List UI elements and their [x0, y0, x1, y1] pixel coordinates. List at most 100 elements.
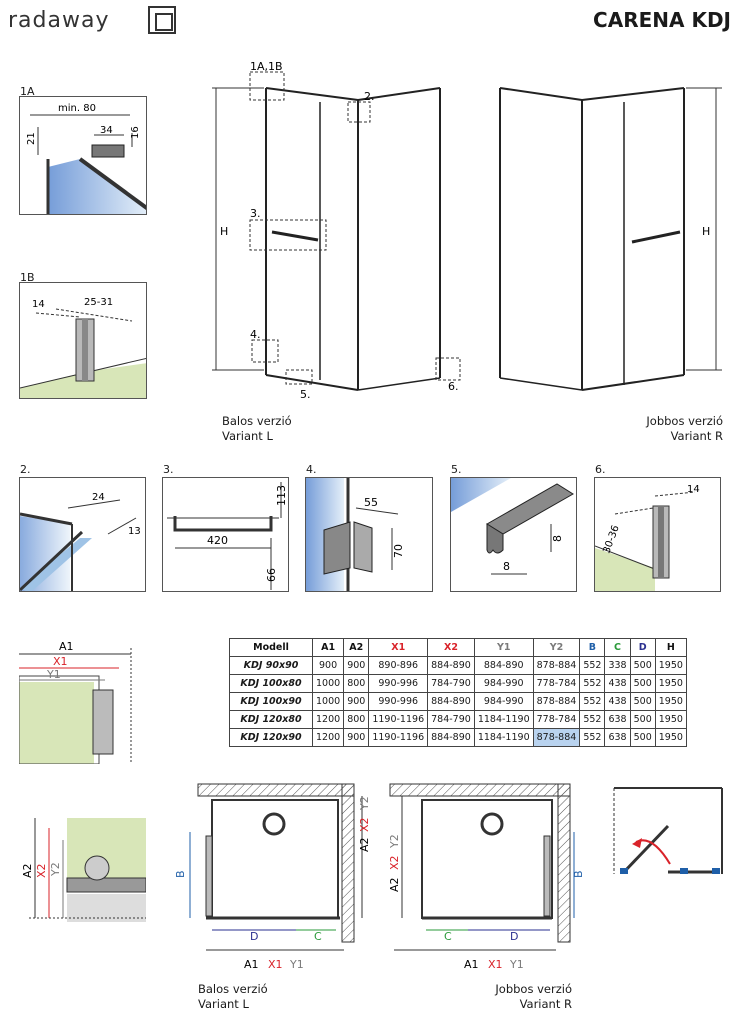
callout-3: 3. — [250, 207, 261, 220]
cell: 778-784 — [532, 710, 581, 729]
detail-5-title: 5. — [451, 463, 462, 476]
cell: 884-890 — [427, 728, 475, 747]
plan-left-side-x2: X2 — [358, 817, 370, 832]
col-header: D — [629, 638, 656, 657]
label-y2: Y2 — [49, 862, 62, 877]
plan-right-side-a2: A2 — [388, 877, 401, 892]
cell: 1000 — [311, 692, 345, 711]
brand-logo-icon — [148, 6, 176, 34]
detail-6-title: 6. — [595, 463, 606, 476]
dims-detail-side: A2 X2 Y2 — [19, 818, 146, 922]
detail-1a: min. 80 34 16 21 — [19, 96, 147, 215]
plan-left-caption-en: Variant L — [198, 997, 249, 1011]
dim-34: 34 — [100, 125, 113, 136]
detail-4: 55 70 — [305, 477, 433, 592]
detail-1b-drawing: 25-31 14 — [20, 297, 146, 398]
dim-8-side: 8 — [551, 535, 564, 542]
label-x1: X1 — [53, 655, 68, 668]
cell: 990-996 — [368, 692, 429, 711]
col-header: X2 — [427, 638, 475, 657]
detail-2-drawing: 24 13 — [20, 492, 141, 591]
dim-21: 21 — [26, 132, 37, 145]
plan-left: B D C A1 X1 Y1 A2 X2 Y2 — [174, 783, 370, 971]
cell: 900 — [343, 656, 370, 675]
cell: 500 — [629, 710, 656, 729]
cell-highlighted: 878-884 — [532, 728, 581, 747]
plan-right-caption-hu: Jobbos verzió — [495, 982, 572, 996]
col-header: C — [604, 638, 631, 657]
table-row: KDJ 100x80 1000 800 990-996 784-790 984-… — [229, 674, 687, 693]
cell: 1184-1190 — [473, 728, 534, 747]
dims-detail-side-drawing: A2 X2 Y2 — [21, 818, 146, 922]
detail-6: 14 30-36 — [594, 477, 721, 592]
detail-3: 420 113 66 — [162, 477, 289, 592]
cell: 1950 — [654, 656, 687, 675]
cell: 1950 — [654, 728, 687, 747]
plan-right-side-x2: X2 — [388, 855, 401, 870]
label-a1: A1 — [59, 640, 74, 653]
detail-2: 24 13 — [19, 477, 146, 592]
cell: 800 — [343, 674, 370, 693]
dim-70: 70 — [392, 544, 405, 558]
detail-3-drawing: 420 113 66 — [167, 482, 288, 590]
plan-left-caption: Balos verzió Variant L — [198, 982, 268, 1012]
plan-right: B C D A1 X1 Y1 A2 X2 Y2 — [388, 783, 585, 971]
detail-4-drawing: 55 70 — [306, 478, 405, 591]
col-header: X1 — [368, 638, 429, 657]
cell: KDJ 120x80 — [229, 710, 313, 729]
plan-left-bottom-x1: X1 — [268, 958, 283, 971]
dims-detail-top-drawing: A1 X1 Y1 — [19, 640, 132, 764]
callout-6: 6. — [448, 380, 459, 393]
dim-55: 55 — [364, 496, 378, 509]
cell: 638 — [604, 728, 631, 747]
spec-table-header: Modell A1 A2 X1 X2 Y1 Y2 B C D H — [229, 638, 687, 657]
dim-14: 14 — [32, 299, 45, 310]
label-a2: A2 — [21, 863, 34, 878]
cell: 338 — [604, 656, 631, 675]
plan-left-bottom-a1: A1 — [244, 958, 259, 971]
plan-left-caption-hu: Balos verzió — [198, 982, 268, 996]
cell: 1190-1196 — [368, 728, 429, 747]
cell: 638 — [604, 710, 631, 729]
col-header: Modell — [229, 638, 313, 657]
cell: 900 — [311, 656, 345, 675]
table-row: KDJ 100x90 1000 900 990-996 884-890 984-… — [229, 692, 687, 711]
cell: 800 — [343, 710, 370, 729]
cell: 1950 — [654, 692, 687, 711]
col-header: Y1 — [473, 638, 534, 657]
cell: 500 — [629, 692, 656, 711]
dim-25-31: 25-31 — [84, 297, 113, 308]
dim-14-d6: 14 — [687, 484, 700, 495]
right-caption: Jobbos verzió Variant R — [646, 414, 723, 444]
detail-5: 8 8 — [450, 477, 577, 592]
cell: 884-890 — [427, 692, 475, 711]
cell: 1190-1196 — [368, 710, 429, 729]
plan-right-caption: Jobbos verzió Variant R — [488, 982, 572, 1012]
detail-2-title: 2. — [20, 463, 31, 476]
dim-8-bottom: 8 — [503, 560, 510, 573]
plan-right-bottom-y1: Y1 — [509, 958, 524, 971]
cell: 900 — [343, 728, 370, 747]
plan-right-b: B — [572, 870, 585, 878]
door-swing-diagram — [613, 787, 723, 874]
cell: 1200 — [311, 710, 345, 729]
plan-right-side-y2: Y2 — [388, 834, 401, 849]
plan-right-c: C — [444, 930, 452, 943]
spec-table: Modell A1 A2 X1 X2 Y1 Y2 B C D H KDJ 90x… — [229, 638, 687, 747]
col-header: Y2 — [532, 638, 581, 657]
table-row: KDJ 120x80 1200 800 1190-1196 784-790 11… — [229, 710, 687, 729]
cell: KDJ 90x90 — [229, 656, 313, 675]
left-caption-en: Variant L — [222, 429, 273, 443]
height-label-right: H — [702, 225, 710, 238]
cell: 990-996 — [368, 674, 429, 693]
height-label-left: H — [220, 225, 228, 238]
cell: 1950 — [654, 674, 687, 693]
brand-logo: radaway — [8, 8, 110, 33]
dim-min80: min. 80 — [58, 103, 96, 114]
dim-113: 113 — [275, 485, 288, 506]
cell: 984-990 — [473, 674, 534, 693]
plan-right-bottom-x1: X1 — [488, 958, 503, 971]
dim-66: 66 — [265, 568, 278, 582]
cell: 552 — [579, 710, 606, 729]
cell: 1000 — [311, 674, 345, 693]
